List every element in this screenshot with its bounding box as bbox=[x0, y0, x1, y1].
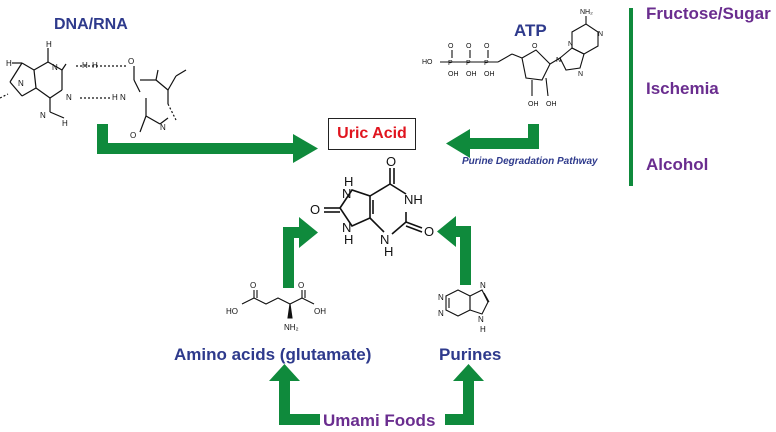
svg-text:OH: OH bbox=[448, 71, 459, 78]
dna-basepair-structure: H N H N H H N H N N H O O N bbox=[0, 40, 187, 140]
uric-acid-box: Uric Acid bbox=[328, 118, 416, 150]
purines-label: Purines bbox=[439, 345, 502, 364]
svg-text:N: N bbox=[342, 186, 351, 201]
svg-text:O: O bbox=[532, 43, 538, 50]
svg-text:HO: HO bbox=[422, 59, 433, 66]
svg-text:H: H bbox=[480, 325, 486, 334]
svg-text:HO: HO bbox=[226, 307, 238, 316]
svg-text:H: H bbox=[112, 93, 118, 102]
svg-text:NH₂: NH₂ bbox=[284, 323, 299, 332]
dna-rna-label: DNA/RNA bbox=[54, 16, 128, 33]
uric-acid-label: Uric Acid bbox=[337, 125, 407, 142]
svg-text:N: N bbox=[556, 57, 561, 64]
uric-atom-labels: H N O N H O NH O N H bbox=[310, 154, 434, 259]
svg-text:NH₂: NH₂ bbox=[580, 9, 593, 16]
svg-text:N: N bbox=[40, 111, 46, 120]
svg-text:N: N bbox=[120, 93, 126, 102]
svg-text:O: O bbox=[310, 202, 320, 217]
risk-factor-alcohol: Alcohol bbox=[646, 155, 709, 174]
svg-text:OH: OH bbox=[484, 71, 495, 78]
risk-factor-fructose: Fructose/Sugar bbox=[646, 4, 771, 23]
glutamate-structure: HO O O OH NH₂ bbox=[226, 281, 326, 332]
svg-text:N: N bbox=[342, 220, 351, 235]
svg-text:O: O bbox=[130, 131, 136, 140]
arrow-amino-to-uric bbox=[283, 217, 318, 288]
svg-text:O: O bbox=[424, 224, 434, 239]
dna-atom-labels: H N H N H H N H N N H O O N bbox=[6, 40, 166, 140]
arrow-atp-to-uric bbox=[446, 124, 539, 158]
svg-text:O: O bbox=[448, 43, 454, 50]
atp-structure: HO P P P O O O OH OH OH O OH OH N NH₂ N … bbox=[422, 9, 603, 108]
svg-text:P: P bbox=[466, 60, 471, 67]
svg-text:H: H bbox=[344, 232, 353, 247]
svg-text:N: N bbox=[66, 93, 72, 102]
risk-factor-divider bbox=[629, 8, 633, 186]
svg-text:N: N bbox=[160, 123, 166, 132]
svg-text:N: N bbox=[438, 293, 444, 302]
svg-text:H: H bbox=[384, 244, 393, 259]
purine-structure: N N N N H bbox=[438, 281, 490, 334]
svg-text:OH: OH bbox=[466, 71, 477, 78]
svg-text:N: N bbox=[478, 315, 484, 324]
atp-atom-labels: HO P P P O O O OH OH OH O OH OH N NH₂ N … bbox=[422, 9, 603, 108]
svg-text:N: N bbox=[480, 281, 486, 290]
svg-text:P: P bbox=[448, 60, 453, 67]
pathway-label: Purine Degradation Pathway bbox=[462, 156, 598, 167]
svg-text:O: O bbox=[386, 154, 396, 169]
svg-text:NH: NH bbox=[404, 192, 423, 207]
arrow-umami-to-amino bbox=[269, 364, 320, 425]
svg-text:H: H bbox=[62, 119, 68, 128]
svg-text:OH: OH bbox=[546, 101, 557, 108]
svg-text:H: H bbox=[6, 59, 12, 68]
arrow-purines-to-uric bbox=[437, 216, 471, 285]
glutamate-atom-labels: HO O O OH NH₂ bbox=[226, 281, 326, 332]
svg-text:O: O bbox=[250, 281, 256, 290]
uric-acid-structure: H N O N H O NH O N H bbox=[310, 154, 434, 259]
svg-text:N: N bbox=[18, 79, 24, 88]
svg-text:N: N bbox=[568, 41, 573, 48]
atp-label: ATP bbox=[514, 21, 547, 40]
svg-text:N: N bbox=[598, 31, 603, 38]
svg-text:N: N bbox=[52, 63, 58, 72]
svg-text:H: H bbox=[92, 61, 98, 70]
purine-atom-labels: N N N N H bbox=[438, 281, 486, 334]
svg-text:OH: OH bbox=[314, 307, 326, 316]
svg-text:H: H bbox=[344, 174, 353, 189]
svg-text:N: N bbox=[438, 309, 444, 318]
svg-text:P: P bbox=[484, 60, 489, 67]
svg-text:O: O bbox=[466, 43, 472, 50]
svg-text:H: H bbox=[82, 61, 88, 70]
svg-text:N: N bbox=[578, 71, 583, 78]
svg-text:O: O bbox=[298, 281, 304, 290]
umami-foods-label: Umami Foods bbox=[323, 411, 436, 430]
svg-text:O: O bbox=[484, 43, 490, 50]
risk-factor-ischemia: Ischemia bbox=[646, 79, 719, 98]
svg-text:H: H bbox=[46, 40, 52, 49]
arrow-dna-to-uric bbox=[97, 124, 318, 163]
svg-text:O: O bbox=[128, 57, 134, 66]
svg-text:OH: OH bbox=[528, 101, 539, 108]
arrows bbox=[97, 8, 633, 425]
amino-acids-label: Amino acids (glutamate) bbox=[174, 345, 372, 364]
arrow-umami-to-purines bbox=[445, 364, 484, 425]
svg-text:N: N bbox=[380, 232, 389, 247]
